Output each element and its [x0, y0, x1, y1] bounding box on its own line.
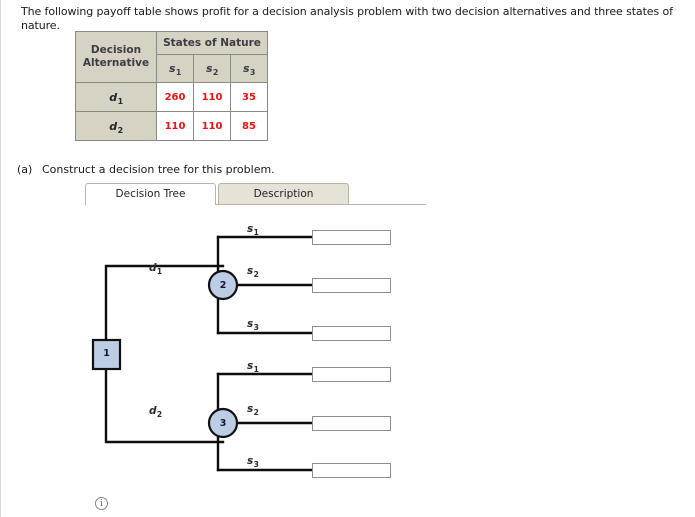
d1-sub: 1: [117, 96, 124, 106]
d2-base: d: [109, 119, 118, 133]
chance-node-3: [207, 407, 239, 439]
branch-d1-base: d: [149, 262, 157, 274]
payoff-table-container: Decision Alternative States of Nature s1…: [75, 31, 268, 141]
branch-line-d2: [104, 367, 225, 444]
part-a-text: Construct a decision tree for this probl…: [42, 163, 275, 176]
d2-sub: 2: [117, 125, 124, 135]
branch-label-2-s2: s2: [247, 265, 259, 279]
branch-label-d2: d2: [149, 405, 163, 419]
b3s2-sub: 2: [253, 408, 259, 417]
part-a-instruction: (a) Construct a decision tree for this pr…: [17, 163, 275, 176]
table-row: d2 110 110 85: [75, 111, 268, 141]
active-tab-mask: [86, 203, 215, 205]
decision-node-1-label: 1: [103, 348, 110, 359]
column-header-s3: s3: [230, 54, 268, 83]
header-decision-alternative: Decision Alternative: [75, 31, 157, 83]
row-header-d2: d2: [75, 111, 157, 141]
s2-base: s: [205, 62, 213, 75]
tab-bar: Decision Tree Description: [85, 183, 426, 206]
branch-label-2-s3: s3: [247, 318, 259, 332]
payoff-d1-s2: 110: [193, 82, 231, 112]
tab-bar-baseline: [85, 204, 426, 205]
payoff-d1-s1: 260: [156, 82, 194, 112]
tab-decision-tree[interactable]: Decision Tree: [85, 183, 216, 204]
header-decision-line1: Decision: [90, 44, 142, 56]
tab-description[interactable]: Description: [218, 183, 349, 204]
branch-d2-sub: 2: [156, 410, 163, 419]
table-row: d1 260 110 35: [75, 82, 268, 112]
payoff-d2-s3: 85: [230, 111, 268, 141]
header-decision-line2: Alternative: [82, 57, 150, 69]
s1-base: s: [168, 62, 176, 75]
b3s3-sub: 3: [253, 460, 259, 469]
decision-node-1: [91, 338, 122, 371]
answer-input-d2-s3[interactable]: [312, 463, 391, 478]
table-header-row-1: Decision Alternative States of Nature: [75, 31, 268, 83]
chance-node-3-label: 3: [219, 418, 227, 429]
s3-base: s: [242, 62, 250, 75]
b2s2-sub: 2: [253, 270, 259, 279]
b3s1-base: s: [247, 360, 254, 372]
answer-input-d1-s1[interactable]: [312, 230, 391, 245]
header-states-of-nature: States of Nature: [156, 31, 268, 55]
column-header-s2: s2: [193, 54, 231, 83]
b2s1-base: s: [247, 223, 254, 235]
payoff-d2-s2: 110: [193, 111, 231, 141]
branch-label-2-s1: s1: [247, 223, 259, 237]
payoff-d1-s3: 35: [230, 82, 268, 112]
chance-node-2-label: 2: [219, 280, 227, 291]
b3s1-sub: 1: [253, 365, 259, 374]
b3s2-base: s: [247, 403, 254, 415]
s1-sub: 1: [175, 68, 182, 77]
answer-input-d1-s3[interactable]: [312, 326, 391, 341]
info-icon[interactable]: i: [95, 497, 108, 510]
table-header-row-2: s1 s2 s3: [76, 54, 268, 83]
d1-base: d: [109, 90, 118, 104]
branch-label-d1: d1: [149, 262, 163, 276]
chance-node-2: [207, 269, 239, 301]
answer-input-d2-s1[interactable]: [312, 367, 391, 382]
column-header-s1: s1: [156, 54, 194, 83]
b2s1-sub: 1: [253, 228, 259, 237]
payoff-table: Decision Alternative States of Nature s1…: [75, 31, 268, 141]
branch-d2-base: d: [149, 405, 157, 417]
answer-input-d2-s2[interactable]: [312, 416, 391, 431]
b2s2-base: s: [247, 265, 254, 277]
problem-statement: The following payoff table shows profit …: [21, 5, 673, 32]
row-header-d1: d1: [75, 82, 157, 112]
part-a-label: (a): [17, 163, 33, 176]
s2-sub: 2: [212, 68, 219, 77]
branch-label-3-s1: s1: [247, 360, 259, 374]
branch-label-3-s3: s3: [247, 455, 259, 469]
payoff-d2-s1: 110: [156, 111, 194, 141]
answer-input-d1-s2[interactable]: [312, 278, 391, 293]
branch-d1-sub: 1: [156, 267, 163, 276]
s3-sub: 3: [249, 68, 256, 77]
branch-line-d1: [104, 264, 225, 342]
b2s3-sub: 3: [253, 323, 259, 332]
b3s3-base: s: [247, 455, 254, 467]
branch-label-3-s2: s2: [247, 403, 259, 417]
b2s3-base: s: [247, 318, 254, 330]
